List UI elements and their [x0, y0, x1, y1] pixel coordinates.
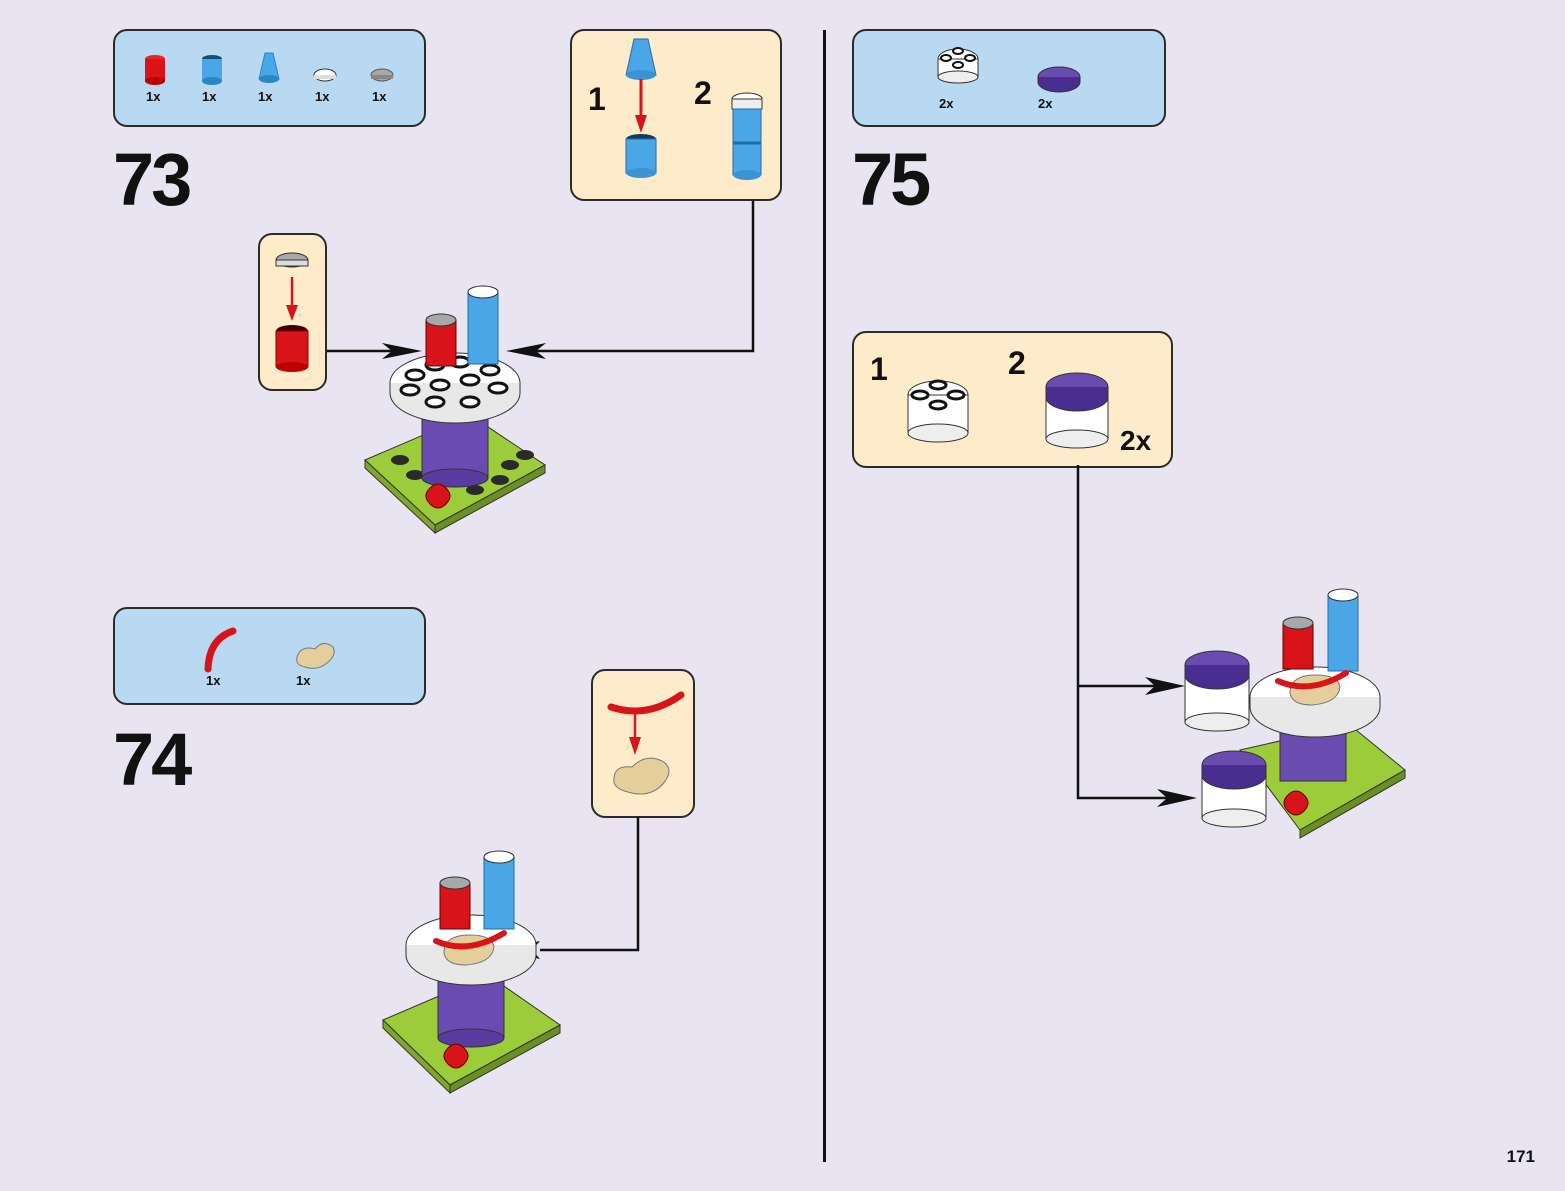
red-sausage-icon	[607, 691, 685, 715]
purple-round-tile-2x2-icon	[1037, 66, 1081, 93]
page-divider	[823, 30, 826, 1162]
connector-line	[506, 200, 755, 359]
trans-blue-cone-icon	[625, 38, 657, 80]
trans-blue-round-brick-icon	[625, 134, 657, 178]
red-sausage-icon	[204, 627, 237, 673]
step-73-model	[364, 285, 546, 535]
connector-lines	[1076, 465, 1197, 807]
substep-2-label: 2	[694, 75, 712, 111]
white-brick-purple-tile-icon	[1045, 372, 1109, 449]
step-73-parts-list: 1x 1x 1x 1x 1x	[113, 29, 426, 127]
step-74-subassembly	[591, 669, 695, 818]
part-qty: 1x	[296, 673, 311, 688]
tan-bun-icon	[613, 757, 670, 795]
trans-blue-round-brick-icon	[202, 55, 222, 85]
trans-blue-cone-icon	[258, 52, 280, 83]
gray-round-tile-icon	[275, 252, 309, 268]
red-down-arrow-icon	[286, 277, 298, 321]
red-round-brick-icon	[275, 325, 309, 372]
part-qty: 1x	[372, 89, 387, 104]
part-qty: 1x	[202, 89, 217, 104]
white-round-brick-2x2-icon	[937, 47, 979, 84]
subassembly-multiplier: 2x	[1120, 425, 1152, 456]
step-number-73: 73	[113, 138, 192, 221]
step-75-subassembly: 1 2 2x	[852, 331, 1173, 468]
part-qty: 1x	[315, 89, 330, 104]
red-down-arrow-icon	[629, 711, 641, 755]
step-73-subassembly: 1 2	[570, 29, 782, 201]
red-round-brick-icon	[145, 55, 165, 85]
step-number-75: 75	[852, 138, 931, 221]
bottle-assembly-icon	[731, 92, 763, 180]
part-qty: 1x	[146, 89, 161, 104]
substep-1-label: 1	[870, 351, 888, 387]
step-73-cap-subassembly	[258, 233, 327, 391]
page-number: 171	[1506, 1147, 1535, 1166]
step-75-model	[1184, 588, 1406, 839]
substep-1-label: 1	[588, 81, 606, 117]
tan-bun-icon	[296, 643, 335, 669]
step-75-parts-list: 2x 2x	[852, 29, 1166, 127]
gray-round-tile-icon	[370, 68, 394, 82]
step-number-74: 74	[113, 718, 192, 801]
part-qty: 1x	[206, 673, 221, 688]
step-74-model	[382, 850, 561, 1095]
white-round-brick-2x2-icon	[907, 379, 969, 443]
connector-arrow	[327, 343, 422, 359]
part-qty: 2x	[939, 96, 954, 111]
part-qty: 2x	[1038, 96, 1053, 111]
substep-2-label: 2	[1008, 345, 1026, 381]
part-qty: 1x	[258, 89, 273, 104]
red-down-arrow-icon	[635, 79, 647, 133]
step-74-parts-list: 1x 1x	[113, 607, 426, 705]
white-round-tile-icon	[313, 68, 337, 82]
